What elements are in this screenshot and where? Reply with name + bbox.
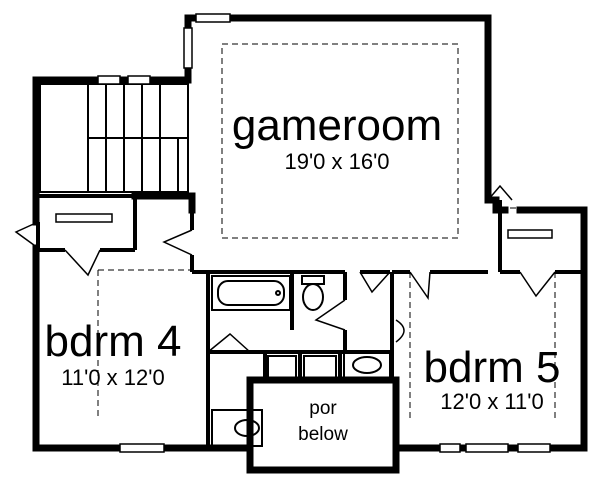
- room-name-bdrm-5: bdrm 5: [424, 343, 561, 392]
- room-dims-bdrm-5: 12'0 x 11'0: [440, 389, 543, 414]
- room-dims-gameroom: 19'0 x 16'0: [284, 149, 389, 174]
- room-name-bdrm-4: bdrm 4: [45, 317, 182, 366]
- doors: [14, 184, 556, 353]
- ceiling-lines: [97, 43, 575, 418]
- stairs: [39, 83, 189, 193]
- porch-label-line2: below: [298, 424, 348, 445]
- windows: [97, 13, 551, 453]
- bath-fixtures: [211, 275, 391, 447]
- room-bdrm-5: bdrm 5 12'0 x 11'0: [424, 343, 561, 414]
- porch-below: por below: [298, 398, 348, 445]
- room-gameroom: gameroom 19'0 x 16'0: [232, 101, 442, 174]
- room-bdrm-4: bdrm 4 11'0 x 12'0: [45, 317, 182, 390]
- room-name-gameroom: gameroom: [232, 101, 442, 150]
- room-dims-bdrm-4: 11'0 x 12'0: [61, 365, 164, 390]
- porch-label-line1: por: [309, 398, 337, 419]
